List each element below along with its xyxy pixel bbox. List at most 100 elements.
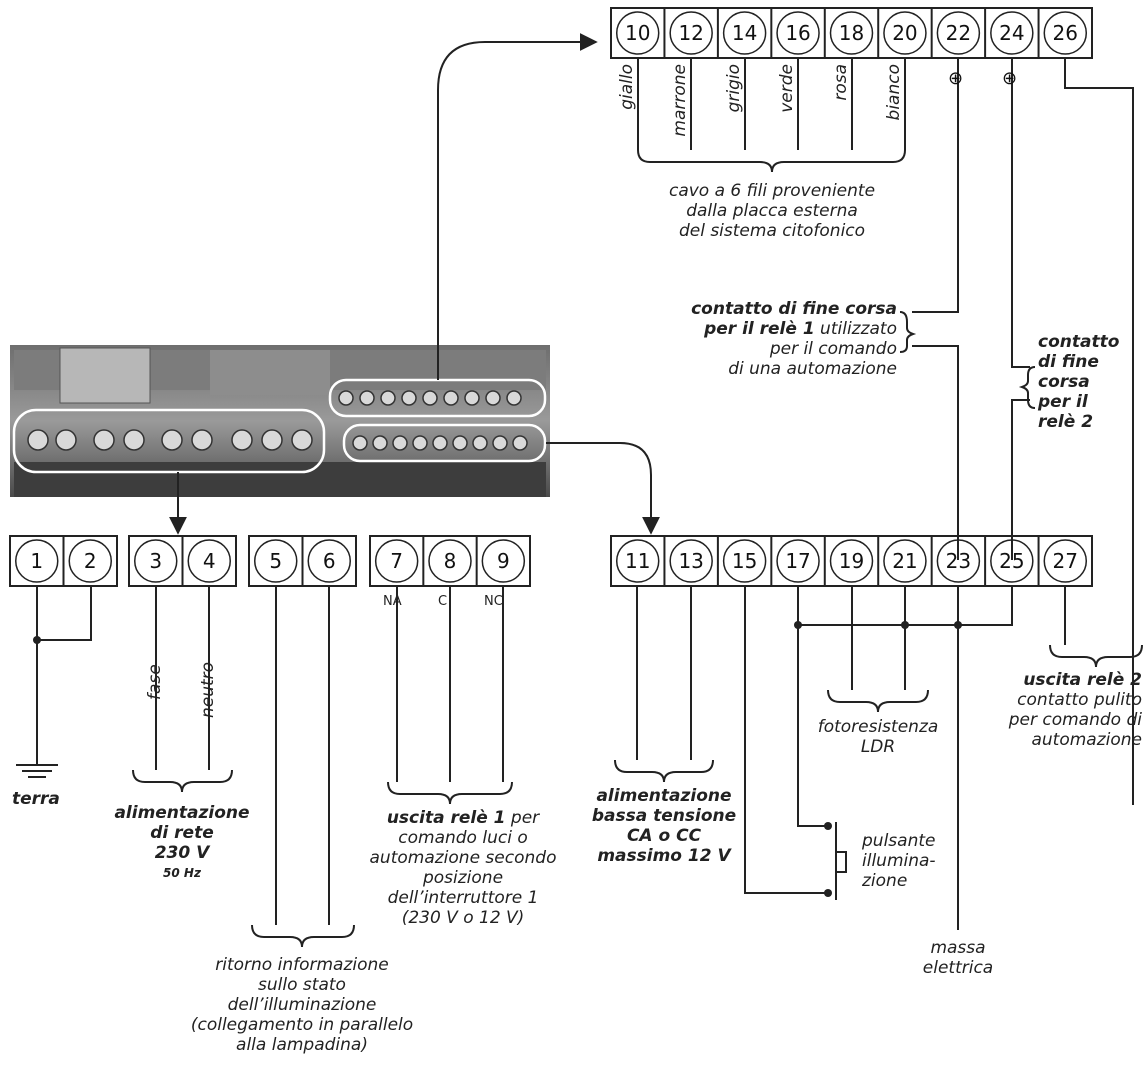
terminal-number-11: 11 (625, 549, 650, 573)
screw (123, 429, 145, 451)
terminal-6 (307, 539, 351, 583)
terminal-27 (1043, 539, 1088, 583)
screw (380, 390, 396, 406)
terminal-number-20: 20 (892, 21, 917, 45)
terminal-number-9: 9 (497, 549, 510, 573)
screw (191, 429, 213, 451)
screw (352, 435, 368, 451)
terminal-number-13: 13 (678, 549, 703, 573)
screw (443, 390, 459, 406)
terminal-number-8: 8 (444, 549, 457, 573)
mains-line-4: 50 Hz (163, 866, 202, 880)
screw (452, 435, 468, 451)
terminal-number-24: 24 (999, 21, 1024, 45)
cable-label-2: dalla placca esterna (686, 201, 858, 221)
terminal-number-14: 14 (732, 21, 757, 45)
relay1-line-2: comando luci o (398, 828, 527, 848)
terminal-number-21: 21 (892, 549, 917, 573)
top-wires (637, 59, 1134, 805)
pcb-photo (10, 345, 550, 497)
terminal-number-27: 27 (1053, 549, 1078, 573)
right-wires (614, 586, 1143, 930)
relay-mark-nc: NC (484, 594, 503, 609)
limit1-bold-1: contatto di fine corsa (691, 299, 897, 319)
limit2-line-4: per il (1037, 392, 1089, 412)
terminal-9 (481, 539, 526, 583)
terminal-number-22: 22 (946, 21, 971, 45)
limit2-line-5: relè 2 (1038, 412, 1093, 432)
screw (464, 390, 480, 406)
feedback-line-4: (collegamento in parallelo (191, 1015, 413, 1035)
terminal-11 (615, 539, 660, 583)
screw (492, 435, 508, 451)
wire-color-verde: verde (777, 64, 797, 113)
terminal-21 (883, 539, 927, 583)
screw (512, 435, 528, 451)
terminal-17 (776, 539, 820, 583)
terminal-24 (990, 11, 1034, 55)
mains-line-1: alimentazione (114, 803, 249, 823)
terminal-number-3: 3 (149, 549, 162, 573)
screw (55, 429, 77, 451)
terminal-12 (669, 11, 713, 55)
terminal-number-16: 16 (785, 21, 810, 45)
mains-line-2: di rete (150, 823, 213, 843)
terminal-number-18: 18 (839, 21, 864, 45)
relay1-line-5: dell’interruttore 1 (388, 888, 539, 908)
screw (412, 435, 428, 451)
wire-color-giallo: giallo (617, 64, 637, 110)
screw (338, 390, 354, 406)
ldr-line-1: fotoresistenza (818, 717, 939, 737)
screw (432, 435, 448, 451)
relay1-rest: per (506, 808, 541, 828)
plus-symbol-22: ⊕ (948, 68, 963, 89)
screw (472, 435, 488, 451)
relay2-line-3: per comando di (1008, 710, 1143, 730)
relay-mark-c: C (438, 594, 447, 609)
terminal-26 (1043, 11, 1088, 55)
relay1-line-3: automazione secondo (370, 848, 557, 868)
relay1-bold: uscita relè 1 (387, 808, 506, 828)
terminal-10 (615, 11, 660, 55)
wire-color-bianco: bianco (884, 64, 904, 120)
terminal-13 (669, 539, 713, 583)
terminal-2 (68, 539, 112, 583)
screw (485, 390, 501, 406)
ground-line-2: elettrica (923, 958, 993, 978)
terminal-22 (936, 11, 981, 55)
relay1-line-6: (230 V o 12 V) (402, 908, 525, 928)
terminal-number-2: 2 (84, 549, 97, 573)
terminal-8 (428, 539, 472, 583)
screw (261, 429, 283, 451)
screw (506, 390, 522, 406)
wire-color-grigio: grigio (724, 64, 744, 112)
terminal-14 (722, 11, 767, 55)
relay2-line-2: contatto pulito (1017, 690, 1142, 710)
terminal-number-6: 6 (323, 549, 336, 573)
terminal-number-17: 17 (785, 549, 810, 573)
screw (27, 429, 49, 451)
ldr-line-2: LDR (861, 737, 895, 757)
terminal-number-10: 10 (625, 21, 650, 45)
terminal-number-12: 12 (678, 21, 703, 45)
terminal-19 (829, 539, 874, 583)
screw (392, 435, 408, 451)
screw (359, 390, 375, 406)
lowvolt-line-1: alimentazione (596, 786, 731, 806)
relay1-line-1: uscita relè 1 per (387, 808, 540, 828)
terminal-18 (829, 11, 874, 55)
terminal-20 (883, 11, 927, 55)
screw (231, 429, 253, 451)
terminal-number-15: 15 (732, 549, 757, 573)
neutro-label: neutro (198, 662, 218, 718)
feedback-line-3: dell’illuminazione (228, 995, 377, 1015)
lowvolt-line-3: CA o CC (627, 826, 702, 846)
cable-label-3: del sistema citofonico (679, 221, 865, 241)
plus-symbol-24: ⊕ (1002, 68, 1017, 89)
relay2-line-1: uscita relè 2 (1023, 670, 1142, 690)
pushbutton-line-2: illumina- (862, 851, 936, 871)
left-wires (16, 586, 513, 948)
wire-color-rosa: rosa (831, 64, 851, 101)
limit1-rest-2: utilizzato (815, 319, 897, 339)
